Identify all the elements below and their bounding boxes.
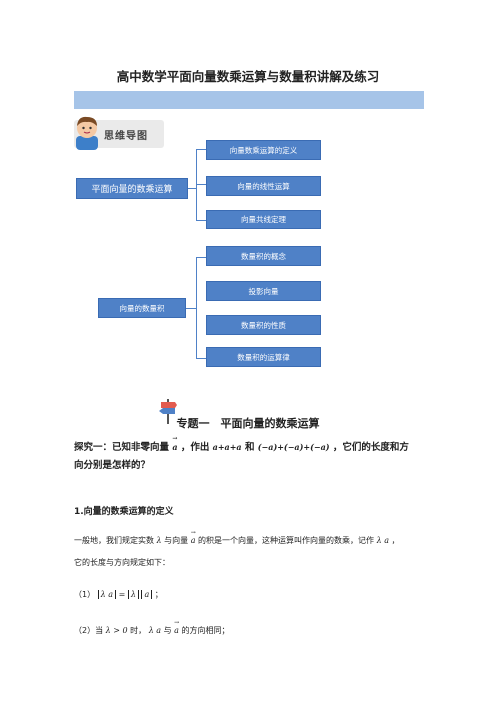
explore-mid2: 和 [244, 442, 255, 453]
mindmap-connector-2 [186, 308, 196, 309]
section-title: 专题一 平面向量的数乘运算 [176, 417, 320, 430]
rule1-end: ； [154, 590, 163, 599]
equals-sign: = [118, 590, 126, 599]
mindmap-root-scalar-multiplication: 平面向量的数乘运算 [76, 178, 188, 199]
mindmap-node-linear-operation: 向量的线性运算 [206, 176, 321, 196]
mindmap-root-dot-product: 向量的数量积 [98, 298, 186, 318]
signpost-icon [159, 399, 177, 424]
header-band [74, 91, 424, 109]
explore-mid1: ，作出 [180, 442, 210, 453]
explore-line2: 向分别是怎样的？ [74, 460, 151, 471]
rule-1: （1） λ a = λ a ； [74, 588, 434, 602]
explore-prefix: 探究一：已知非零向量 [74, 442, 170, 453]
mindmap-node-definition: 向量数乘运算的定义 [206, 140, 321, 160]
mindmap-node-dot-properties: 数量积的性质 [206, 315, 321, 335]
lambda-a-symbol: λ a [376, 536, 389, 545]
lambda-symbol: λ [156, 536, 162, 545]
heading-definition: 1.向量的数乘运算的定义 [74, 507, 174, 517]
rule2-label: （2）当 [74, 626, 104, 635]
definition-line1: 一般地，我们规定实数 λ 与向量 a 的积是一个向量，这种运算叫作向量的数乘，记… [74, 526, 434, 548]
rule2-end: 的方向相同； [181, 626, 230, 635]
rule2-mid2: 与 [163, 626, 172, 635]
def-p1a: 一般地，我们规定实数 [74, 536, 154, 545]
definition-line2: 它的长度与方向规定如下： [74, 558, 170, 567]
rule2-vector-a: a [174, 616, 179, 638]
mindmap-connector-1b [196, 184, 206, 185]
def-p1b: 与向量 [164, 536, 189, 545]
expr-sum-neg-a: (−a)+(−a)+(−a) [257, 442, 330, 452]
rule1-label: （1） [74, 590, 96, 599]
explore-suffix: ，它们的长度和方 [332, 442, 409, 453]
rule2-mid: 时， [130, 626, 147, 635]
expr-sum-a: a+a+a [212, 442, 242, 452]
abs-lambda: λ [127, 590, 139, 599]
norm-lambda-a: λ a [97, 590, 117, 599]
vector-a-2: a [191, 526, 196, 548]
mindmap-badge-label: 思维导图 [104, 131, 148, 142]
mindmap-bracket-2 [196, 257, 207, 359]
rule2-condition: λ > 0 [105, 626, 128, 635]
mindmap-bracket-1 [196, 149, 207, 221]
mindmap-connector-1 [188, 188, 196, 189]
explore-question: 探究一：已知非零向量 a ，作出 a+a+a 和 (−a)+(−a)+(−a) … [74, 432, 434, 455]
mindmap-node-dot-concept: 数量积的概念 [206, 246, 321, 266]
def-p1d: ， [391, 536, 400, 545]
def-p1c: 的积是一个向量，这种运算叫作向量的数乘，记作 [198, 536, 375, 545]
norm-a: a [141, 590, 153, 599]
rule-2: （2）当 λ > 0 时， λ a 与 a 的方向相同； [74, 616, 434, 638]
page-title: 高中数学平面向量数乘运算与数量积讲解及练习 [116, 69, 380, 84]
student-avatar-icon [76, 116, 98, 150]
mindmap-node-projection: 投影向量 [206, 281, 321, 301]
vector-a: a [172, 432, 177, 454]
rule2-lambda-a: λ a [148, 626, 162, 635]
mindmap-node-collinear-theorem: 向量共线定理 [206, 210, 321, 229]
mindmap-node-dot-laws: 数量积的运算律 [206, 347, 321, 367]
